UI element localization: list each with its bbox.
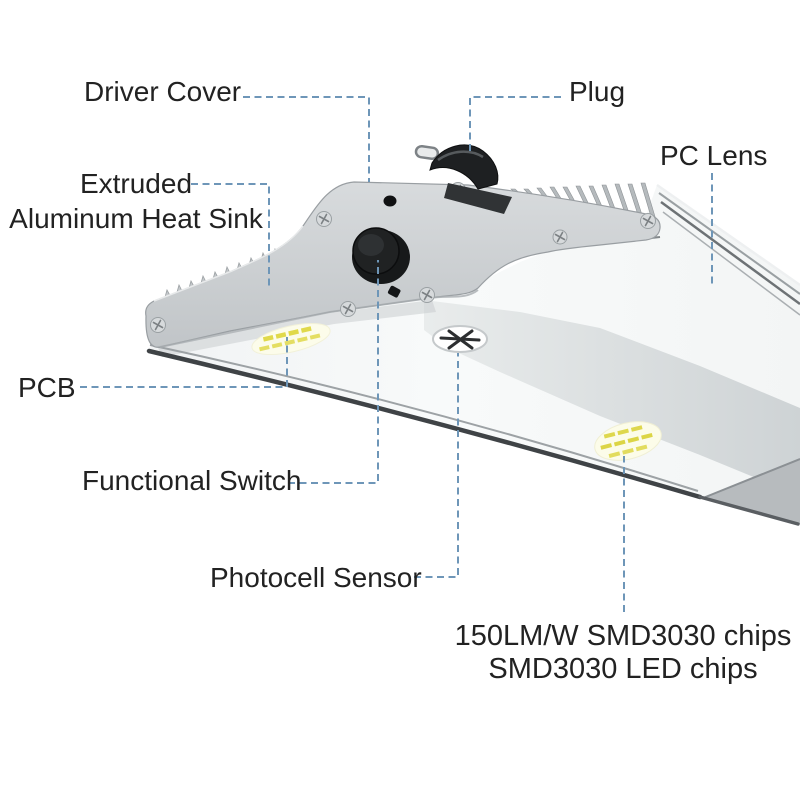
led-strip-left: [251, 322, 331, 356]
photocell-star-icon: [439, 329, 481, 350]
leader-photocell: [414, 353, 459, 578]
callout-annotations: Driver Cover Plug PC Lens Extruded Alumi…: [9, 76, 791, 685]
screw-icon: [640, 213, 656, 229]
label-pc-lens: PC Lens: [660, 140, 767, 171]
leader-driver-cover: [243, 96, 370, 182]
plug-clip-ring: [414, 144, 440, 161]
plug-base: [444, 183, 512, 214]
leader-functional-switch: [288, 260, 379, 484]
leader-pcb: [80, 337, 288, 388]
wiring-hole: [383, 195, 397, 207]
light-fixture-illustration: [145, 144, 800, 526]
plug-cable: [414, 144, 512, 214]
plug-highlight: [437, 150, 484, 162]
label-driver-cover: Driver Cover: [84, 76, 241, 107]
end-cap-edge: [702, 458, 800, 499]
label-heat-sink-line1: Extruded: [80, 168, 192, 199]
label-plug: Plug: [569, 76, 625, 107]
bottom-edge: [146, 348, 703, 500]
end-cap-chamfer: [703, 458, 800, 524]
bottom-edge-right: [698, 495, 800, 526]
center-channel: [424, 300, 800, 496]
label-heat-sink-line2: Aluminum Heat Sink: [9, 203, 264, 234]
photocell-sensor: [432, 325, 488, 353]
label-photocell-sensor: Photocell Sensor: [210, 562, 422, 593]
screw-icon: [150, 317, 166, 333]
driver-cover-top-highlight: [153, 225, 304, 302]
led-chips-row: [600, 425, 653, 458]
screw-icon: [552, 229, 568, 245]
leader-plug: [469, 96, 561, 152]
label-chips-line1: 150LM/W SMD3030 chips: [455, 620, 792, 652]
screw-icon: [340, 301, 356, 317]
screw-icon: [419, 287, 435, 303]
functional-switch-knob: [352, 227, 410, 298]
label-functional-switch: Functional Switch: [82, 465, 301, 496]
label-pcb: PCB: [18, 372, 76, 403]
screw-icon: [316, 211, 332, 227]
led-strip-right: [594, 421, 662, 461]
label-chips-line2: SMD3030 LED chips: [488, 653, 757, 685]
bottom-edge-highlight: [149, 344, 699, 492]
leader-heat-sink: [191, 183, 270, 290]
led-chips-row: [259, 326, 321, 352]
